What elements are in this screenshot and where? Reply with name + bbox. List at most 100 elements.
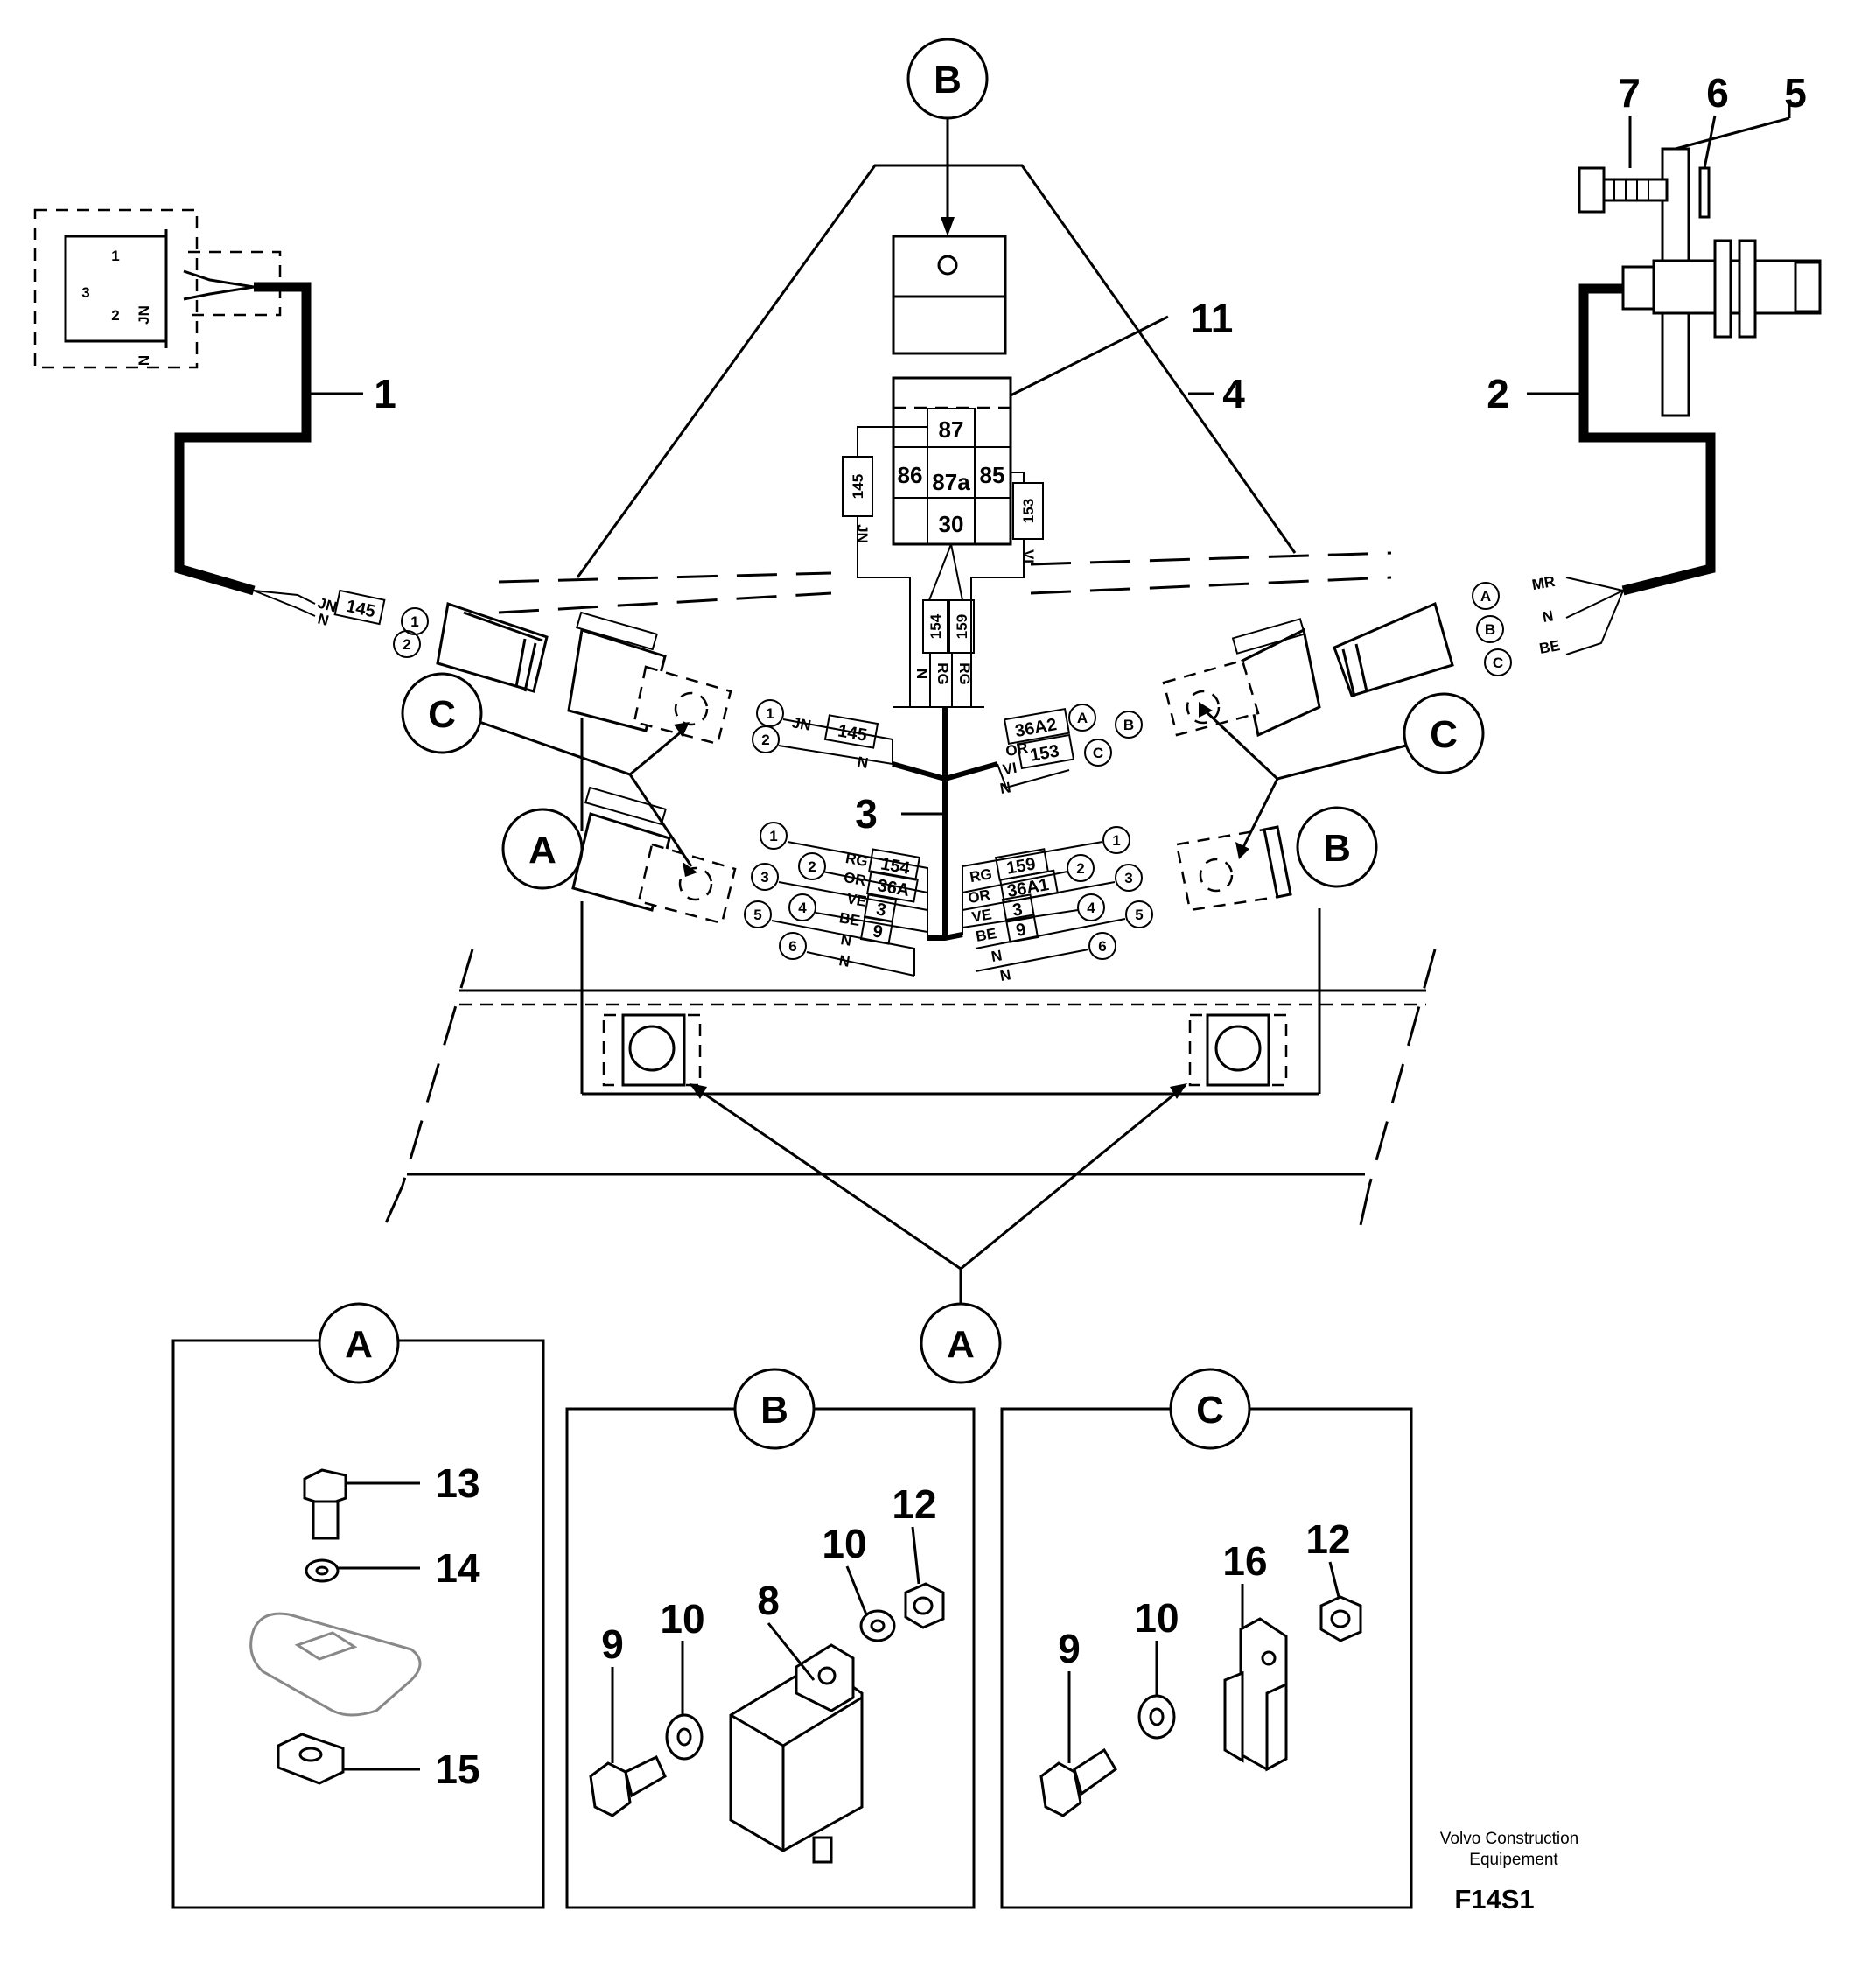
upper-right-connector-labels: OR VI N 36A2 153 A B C: [997, 704, 1143, 797]
callout-10a: 10: [660, 1596, 704, 1642]
right-c-circle: C: [1430, 713, 1458, 756]
ulc-pin-1: 1: [766, 705, 774, 722]
llc-wire-1: RG: [844, 850, 869, 870]
llc-wire-6: N: [837, 952, 850, 970]
left-harness-wire-2: N: [316, 611, 331, 630]
left-c-marker: C: [401, 672, 697, 877]
right-harness-wire-mr: MR: [1530, 573, 1556, 593]
lrc-wire-3: VE: [970, 906, 993, 926]
relay-pin-87: 87: [939, 416, 964, 443]
callout-2: 2: [1487, 371, 1509, 416]
bolt-9b: [1040, 1747, 1117, 1817]
callout-15: 15: [435, 1746, 480, 1792]
left-sensor-pin3: 3: [81, 284, 89, 301]
relay-left-tag: 145: [850, 474, 866, 499]
callout-4: 4: [1222, 371, 1245, 416]
main-harness: [892, 707, 998, 941]
urc-pin-c: C: [1093, 745, 1103, 761]
ulc-pin-2: 2: [761, 732, 769, 748]
relay-unit: [892, 234, 1007, 355]
llc-pin-2: 2: [808, 858, 816, 875]
upper-right-connector: [1162, 618, 1321, 738]
lrc-wire-5: N: [990, 947, 1003, 965]
left-harness: JN N 145 1 2: [253, 589, 429, 658]
footer: Volvo Construction Equipement F14S1: [1440, 1830, 1578, 1914]
bracket-16: [1223, 1617, 1288, 1772]
detail-b-circle: B: [760, 1389, 788, 1432]
relay-bottom-wire-1: N: [914, 668, 930, 679]
left-sensor-n: N: [136, 355, 152, 366]
right-harness-pin-a: A: [1480, 588, 1491, 605]
relay-center-tag-1: 154: [928, 613, 944, 639]
lower-left-connector: [571, 786, 737, 925]
urc-pin-b: B: [1124, 717, 1134, 733]
relay-bottom-wire-3: RG: [956, 662, 973, 685]
bracket-frame: [383, 901, 1437, 1226]
lower-left-connector-labels: 1 2 3 4 5 6 RG OR VE BE N N 154 36A 3 9: [744, 822, 928, 976]
lrc-tag-3: 3: [1012, 900, 1025, 920]
right-harness-wire-be: BE: [1538, 637, 1562, 657]
lrc-pin-3: 3: [1124, 870, 1132, 886]
llc-pin-6: 6: [788, 938, 796, 955]
left-harness-pin-2: 2: [402, 636, 410, 653]
relay-pin-30: 30: [939, 511, 964, 537]
cage-nut-15: [276, 1732, 345, 1785]
urc-pin-a: A: [1077, 710, 1088, 726]
callout-14: 14: [435, 1545, 480, 1591]
llc-pin-4: 4: [798, 900, 807, 916]
right-harness-pin-c: C: [1493, 654, 1503, 671]
right-b-marker: B: [1296, 806, 1378, 888]
relay-socket: 87 87a 86 85 30: [892, 376, 1012, 546]
relay-pin-87a: 87a: [932, 469, 970, 495]
callout-3: 3: [855, 791, 878, 836]
relay-pin-86: 86: [898, 462, 923, 488]
left-sensor-pin2: 2: [111, 307, 119, 324]
callout-5: 5: [1784, 70, 1807, 116]
callout-6: 6: [1706, 70, 1729, 116]
clip-plate: [249, 1612, 422, 1717]
top-b-marker: B: [906, 38, 989, 236]
callout-13: 13: [435, 1460, 480, 1506]
lrc-wire-2: OR: [967, 886, 991, 906]
lrc-pin-4: 4: [1087, 900, 1096, 916]
relay-wiring: 145 JN 153 VI 154 159 N RG RG: [842, 426, 1044, 708]
lrc-pin-5: 5: [1135, 906, 1143, 923]
left-harness-wire-1: JN: [316, 595, 339, 616]
detail-a-circle: A: [345, 1323, 373, 1366]
relay-8: [729, 1643, 864, 1864]
brand-line-1: Volvo Construction: [1440, 1830, 1578, 1848]
lrc-pin-1: 1: [1112, 832, 1120, 849]
callout-1: 1: [374, 371, 396, 416]
callout-16: 16: [1222, 1538, 1267, 1584]
top-b-circle: B: [934, 59, 962, 102]
brand-line-2: Equipement: [1469, 1851, 1558, 1869]
right-plug: [1333, 601, 1454, 697]
upper-left-connector: [567, 611, 732, 831]
right-harness: A B C MR N BE: [1472, 573, 1624, 676]
callout-12a: 12: [892, 1481, 936, 1527]
bottom-a-circle: A: [947, 1323, 975, 1366]
left-sensor-jn: JN: [136, 305, 152, 325]
callout-8: 8: [757, 1578, 780, 1623]
bolt-9a: [589, 1754, 667, 1817]
left-c-circle: C: [428, 693, 456, 736]
relay-bottom-wire-2: RG: [934, 662, 951, 685]
llc-tag-3: 3: [875, 900, 888, 920]
washer-6: [1698, 115, 1717, 219]
relay-right-tag: 153: [1020, 499, 1037, 523]
llc-wire-2: OR: [843, 869, 867, 889]
right-harness-wire-n: N: [1541, 607, 1554, 626]
ulc-wire-n: N: [856, 753, 869, 772]
relay-left-wire: JN: [854, 524, 871, 543]
lrc-pin-2: 2: [1076, 860, 1084, 877]
bottom-a-marker: A: [690, 1083, 1187, 1384]
right-b-circle: B: [1323, 827, 1351, 870]
llc-pin-3: 3: [760, 869, 768, 886]
callout-10b: 10: [1134, 1595, 1179, 1641]
callout-10b-b: 10: [822, 1521, 866, 1566]
detail-c-circle: C: [1196, 1389, 1224, 1432]
top-callouts: 1 2 3 4 5 6 7 11: [306, 70, 1807, 836]
relay-center-tag-2: 159: [954, 614, 970, 639]
